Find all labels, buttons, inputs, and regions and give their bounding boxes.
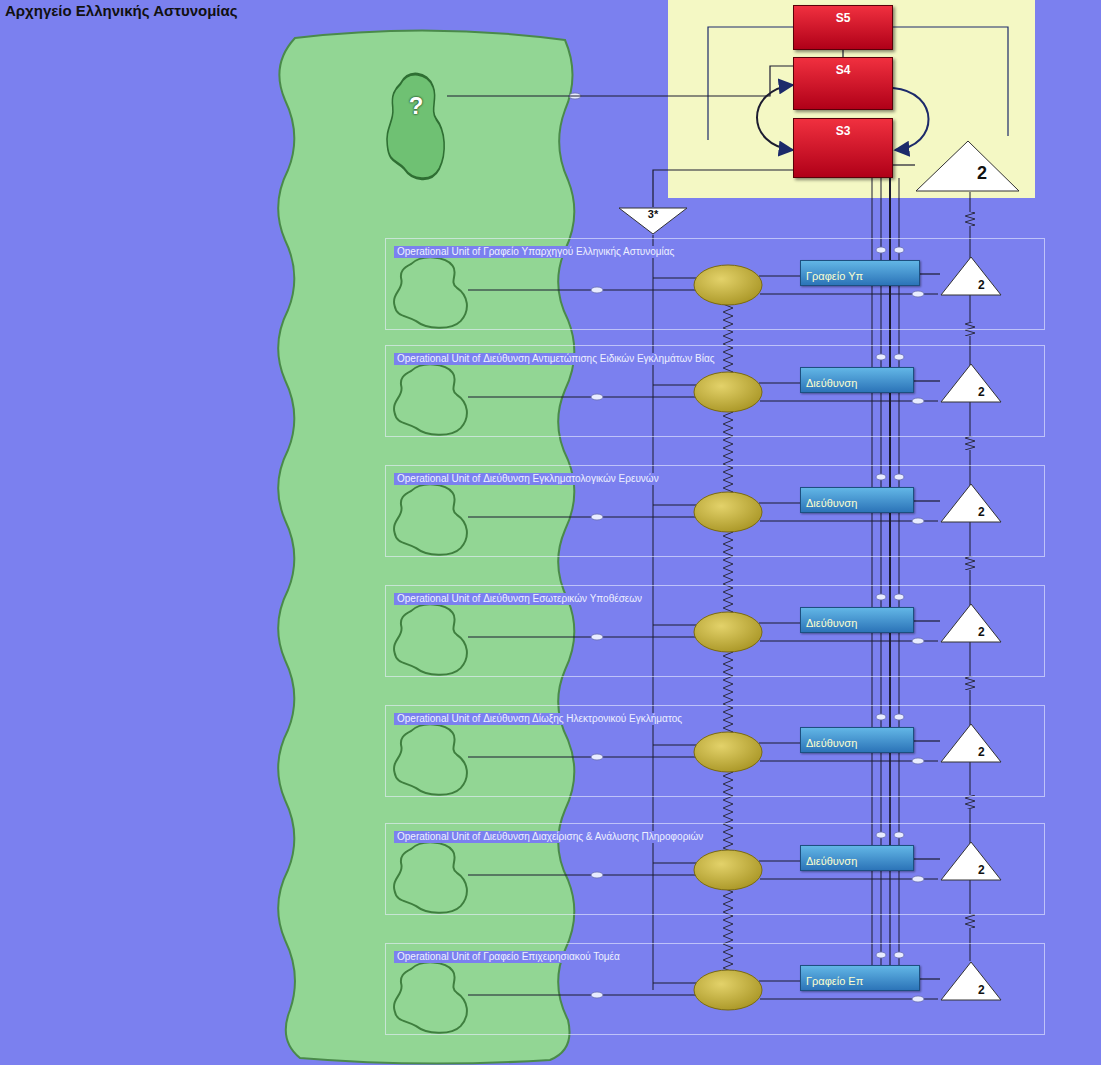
amplifier-triangle: 2 [915, 140, 1020, 192]
operational-unit-band: Operational Unit of Γραφείο Υπαρχηγού Ελ… [385, 238, 1045, 330]
environment-lobes [394, 257, 467, 1032]
unit-name: Διεύθυνση [806, 497, 857, 510]
amplifier-triangle: 2 [940, 256, 1002, 296]
triangle-shape [940, 363, 1002, 403]
management-box: Διεύθυνση [800, 727, 914, 753]
amplifier-triangle: 2 [940, 363, 1002, 403]
metasystem-panel [668, 0, 1035, 198]
environment-blob [278, 30, 574, 1063]
operation-circle [694, 265, 762, 1010]
unit-heading: Operational Unit of Διεύθυνση Εσωτερικών… [394, 593, 645, 605]
unit-name: Γραφείο Υπ [806, 270, 863, 283]
operational-unit-band: Operational Unit of Διεύθυνση Δίωξης Ηλε… [385, 705, 1045, 797]
connector [914, 620, 940, 621]
piece-shape [385, 72, 447, 182]
management-box: Γραφείο Υπ [800, 260, 920, 286]
unit-heading: Operational Unit of Διεύθυνση Διαχείριση… [394, 831, 706, 843]
management-box: Διεύθυνση [800, 845, 914, 871]
triangle-shape [915, 140, 1020, 192]
triangle-shape [940, 723, 1002, 763]
connector [893, 164, 915, 165]
connector [914, 380, 940, 381]
connector [653, 170, 793, 207]
amplifier-triangle: 2 [940, 841, 1002, 881]
unit-name: Διεύθυνση [806, 737, 857, 750]
system-box: S5 [793, 5, 893, 50]
unit-heading: Operational Unit of Γραφείο Επιχειρησιακ… [394, 951, 623, 963]
connector [914, 858, 940, 859]
operational-unit-band: Operational Unit of Διεύθυνση Εσωτερικών… [385, 585, 1045, 677]
system-label: S3 [794, 119, 892, 138]
system-label: S5 [794, 6, 892, 25]
unit-name: Διεύθυνση [806, 377, 857, 390]
connector [842, 50, 843, 57]
page-title: Αρχηγείο Ελληνικής Αστυνομίας [5, 2, 238, 19]
management-box: Διεύθυνση [800, 367, 914, 393]
triangle-shape [940, 256, 1002, 296]
unit-name: Διεύθυνση [806, 617, 857, 630]
connector [914, 740, 940, 741]
audit-triangle: 3* [618, 207, 688, 235]
operational-unit-band: Operational Unit of Γραφείο Επιχειρησιακ… [385, 943, 1045, 1035]
unit-heading: Operational Unit of Διεύθυνση Δίωξης Ηλε… [394, 713, 685, 725]
environment-piece: ? [385, 72, 447, 182]
management-box: Διεύθυνση [800, 487, 914, 513]
callout-number: 3* [648, 209, 658, 220]
connector [914, 500, 940, 501]
management-box: Γραφείο Επ [800, 965, 920, 991]
triangle-shape [940, 483, 1002, 523]
triangle-shape [940, 961, 1002, 1001]
operational-unit-band: Operational Unit of Διεύθυνση Εγκληματολ… [385, 465, 1045, 557]
amplifier-triangle: 2 [940, 603, 1002, 643]
connector [447, 66, 793, 96]
unit-heading: Operational Unit of Γραφείο Υπαρχηγού Ελ… [394, 246, 677, 258]
connector [920, 273, 940, 274]
amplifier-triangle: 2 [940, 723, 1002, 763]
amplifier-triangle: 2 [940, 483, 1002, 523]
unit-name: Διεύθυνση [806, 855, 857, 868]
unit-name: Γραφείο Επ [806, 975, 863, 988]
signal-dot [569, 93, 924, 1002]
unit-heading: Operational Unit of Διεύθυνση Εγκληματολ… [394, 473, 662, 485]
operational-unit-band: Operational Unit of Διεύθυνση Αντιμετώπι… [385, 345, 1045, 437]
unknown-mark: ? [385, 72, 447, 120]
unit-heading: Operational Unit of Διεύθυνση Αντιμετώπι… [394, 353, 718, 365]
connector [757, 85, 793, 150]
system-label: S4 [794, 58, 892, 77]
system-box: S4 [793, 57, 893, 110]
connector [920, 978, 940, 979]
resistor-symbol [962, 212, 978, 928]
unit-wires [468, 276, 938, 999]
management-box: Διεύθυνση [800, 607, 914, 633]
system-box: S3 [793, 118, 893, 178]
triangle-shape [940, 603, 1002, 643]
triangle-shape [940, 841, 1002, 881]
amplifier-triangle: 2 [940, 961, 1002, 1001]
operational-unit-band: Operational Unit of Διεύθυνση Διαχείριση… [385, 823, 1045, 915]
